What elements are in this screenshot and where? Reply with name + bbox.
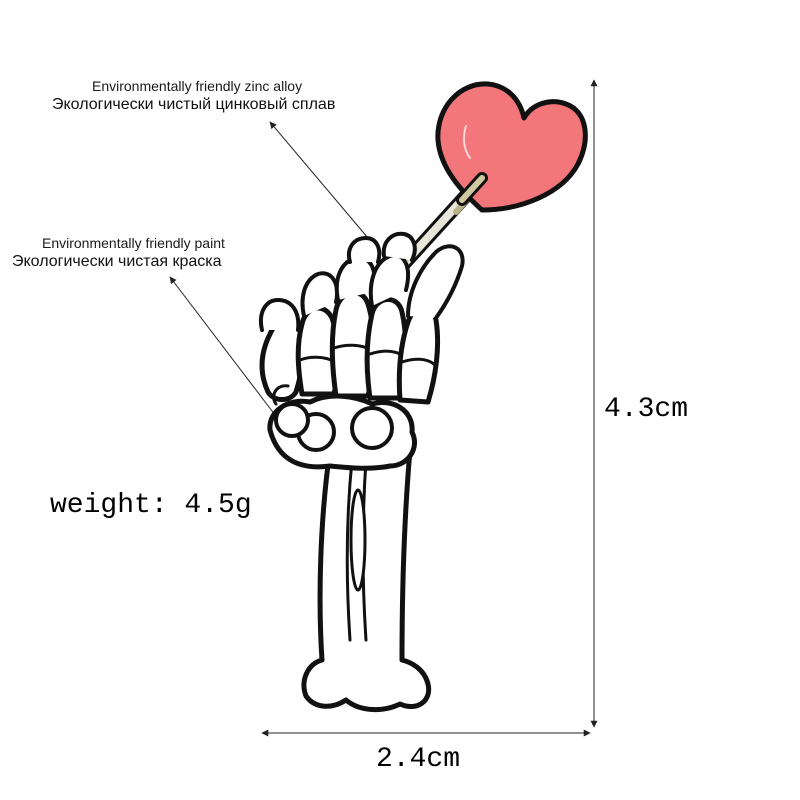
zinc-alloy-label-en: Environmentally friendly zinc alloy — [92, 78, 303, 94]
zinc-leader-line — [269, 121, 369, 239]
forearm-bone — [301, 447, 432, 712]
heart-lollipop — [435, 81, 588, 213]
height-spec: 4.3cm — [604, 394, 689, 425]
thumb-bones — [259, 298, 307, 406]
width-spec: 2.4cm — [376, 744, 461, 775]
paint-label-en: Environmentally friendly paint — [42, 235, 225, 251]
paint-label-ru: Экологически чистая краска — [12, 253, 222, 270]
weight-spec: weight: 4.5g — [50, 490, 252, 521]
skeleton-hand-pin — [259, 81, 588, 712]
little-finger-bones — [396, 244, 465, 405]
paint-leader-line — [169, 276, 289, 433]
zinc-alloy-label-ru: Экологически чистый цинковый сплав — [52, 96, 336, 113]
